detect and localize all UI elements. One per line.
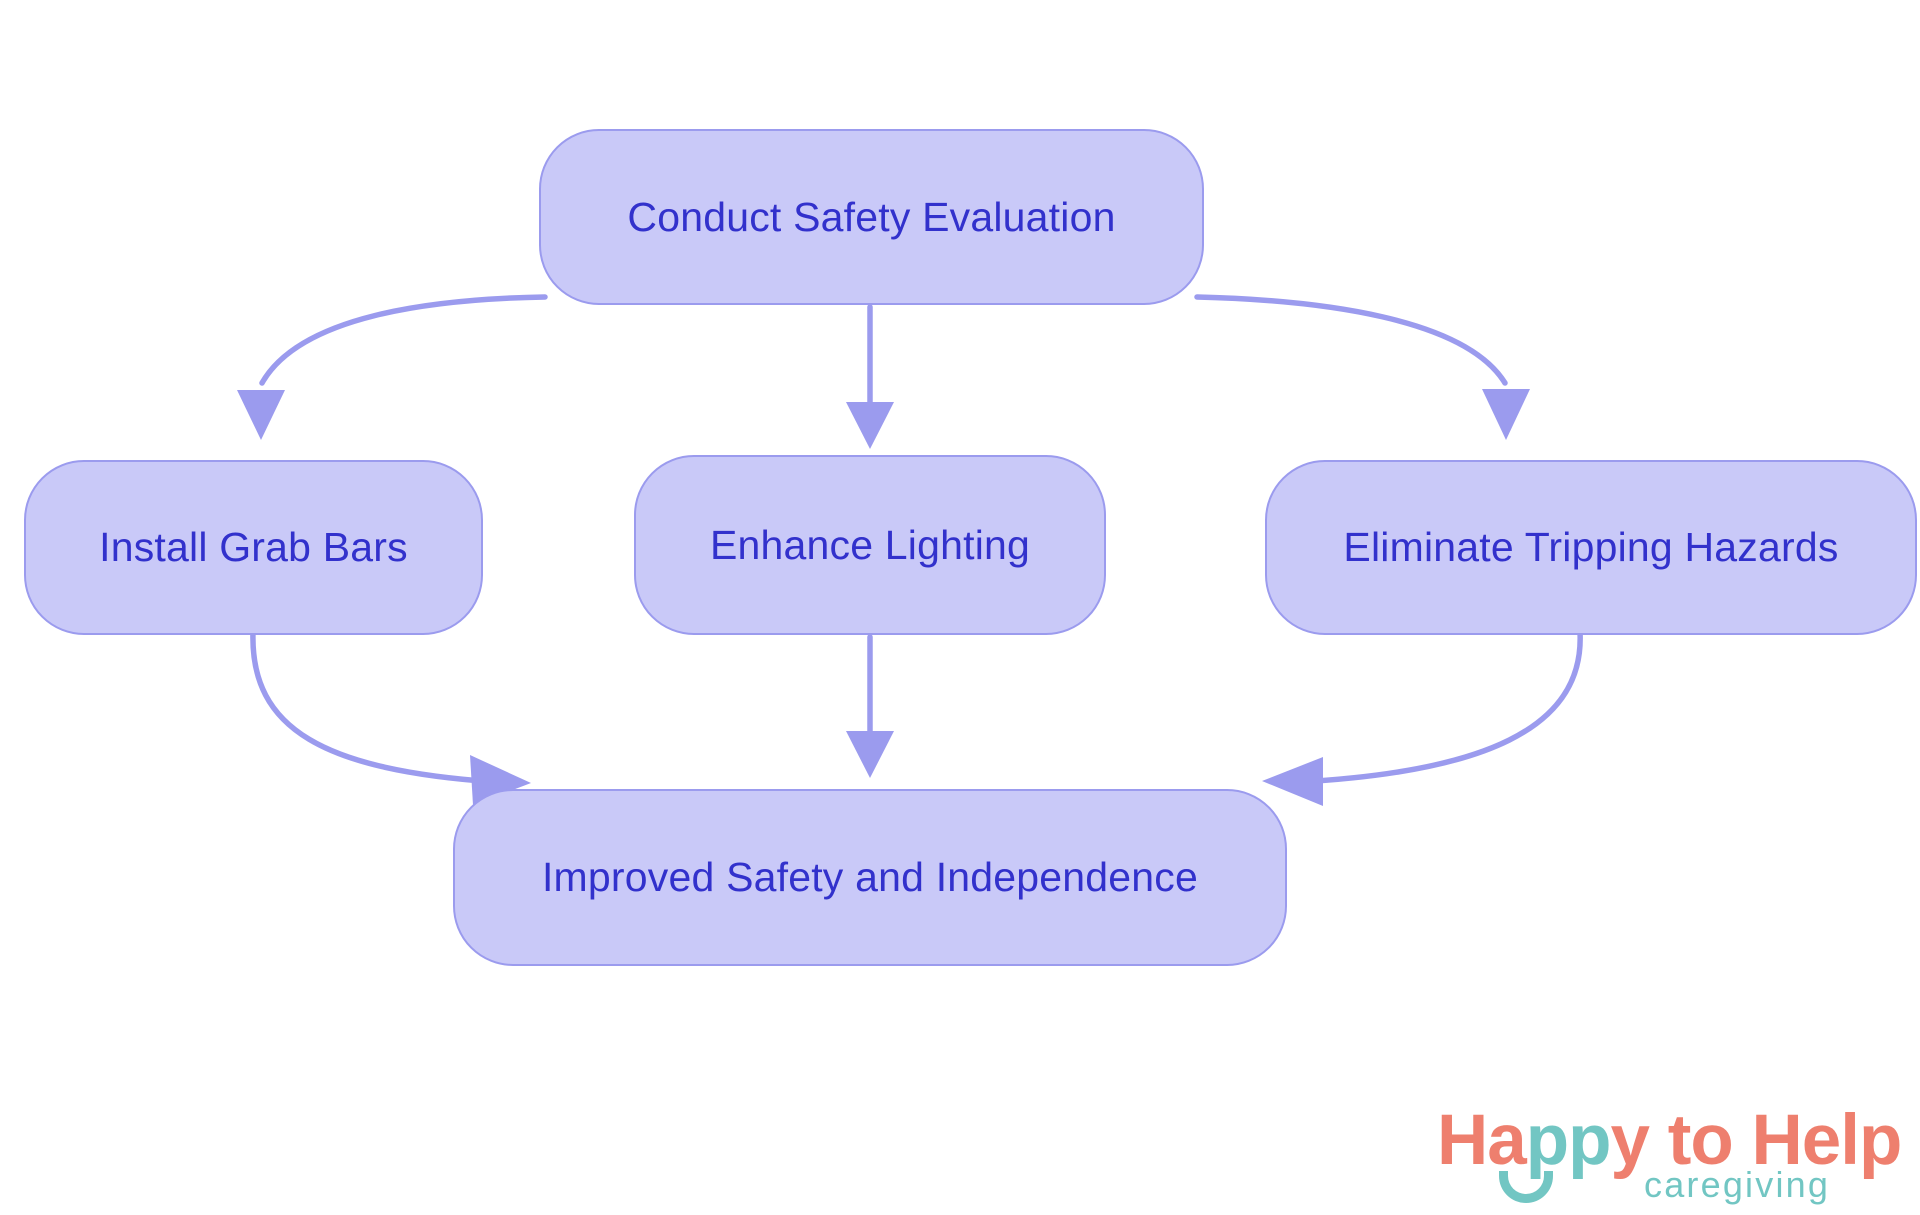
node-label: Install Grab Bars (99, 524, 408, 570)
edge-hazard-to-outcome (1262, 629, 1583, 806)
smile-icon (1499, 1171, 1553, 1203)
logo-word-part-y-to-help: y to Help (1610, 1101, 1903, 1180)
logo-tagline: caregiving (1644, 1164, 1831, 1205)
logo-wordmark: Happy to Help (1437, 1105, 1902, 1176)
node-label: Enhance Lighting (709, 521, 1031, 568)
node-enhance-lighting[interactable]: Enhance Lighting (634, 455, 1106, 635)
edge-root-to-hazard (1194, 294, 1530, 440)
node-label: Conduct Safety Evaluation (627, 193, 1116, 240)
node-conduct-safety-evaluation[interactable]: Conduct Safety Evaluation (539, 129, 1204, 305)
node-label: Eliminate Tripping Hazards (1343, 524, 1839, 570)
logo-word-part-pp: pp (1525, 1101, 1612, 1180)
node-install-grab-bars[interactable]: Install Grab Bars (24, 460, 483, 635)
edge-root-to-grab (237, 294, 548, 440)
node-eliminate-tripping-hazards[interactable]: Eliminate Tripping Hazards (1265, 460, 1917, 635)
edge-light-to-outcome (846, 634, 894, 778)
logo-word-part-ha: Ha (1437, 1101, 1527, 1180)
edge-root-to-light (846, 304, 894, 449)
node-label: Improved Safety and Independence (541, 854, 1199, 900)
edge-grab-to-outcome (250, 629, 531, 805)
node-improved-safety-and-independence[interactable]: Improved Safety and Independence (453, 789, 1287, 966)
happy-to-help-logo: Happy to Help caregiving (1437, 1105, 1902, 1210)
